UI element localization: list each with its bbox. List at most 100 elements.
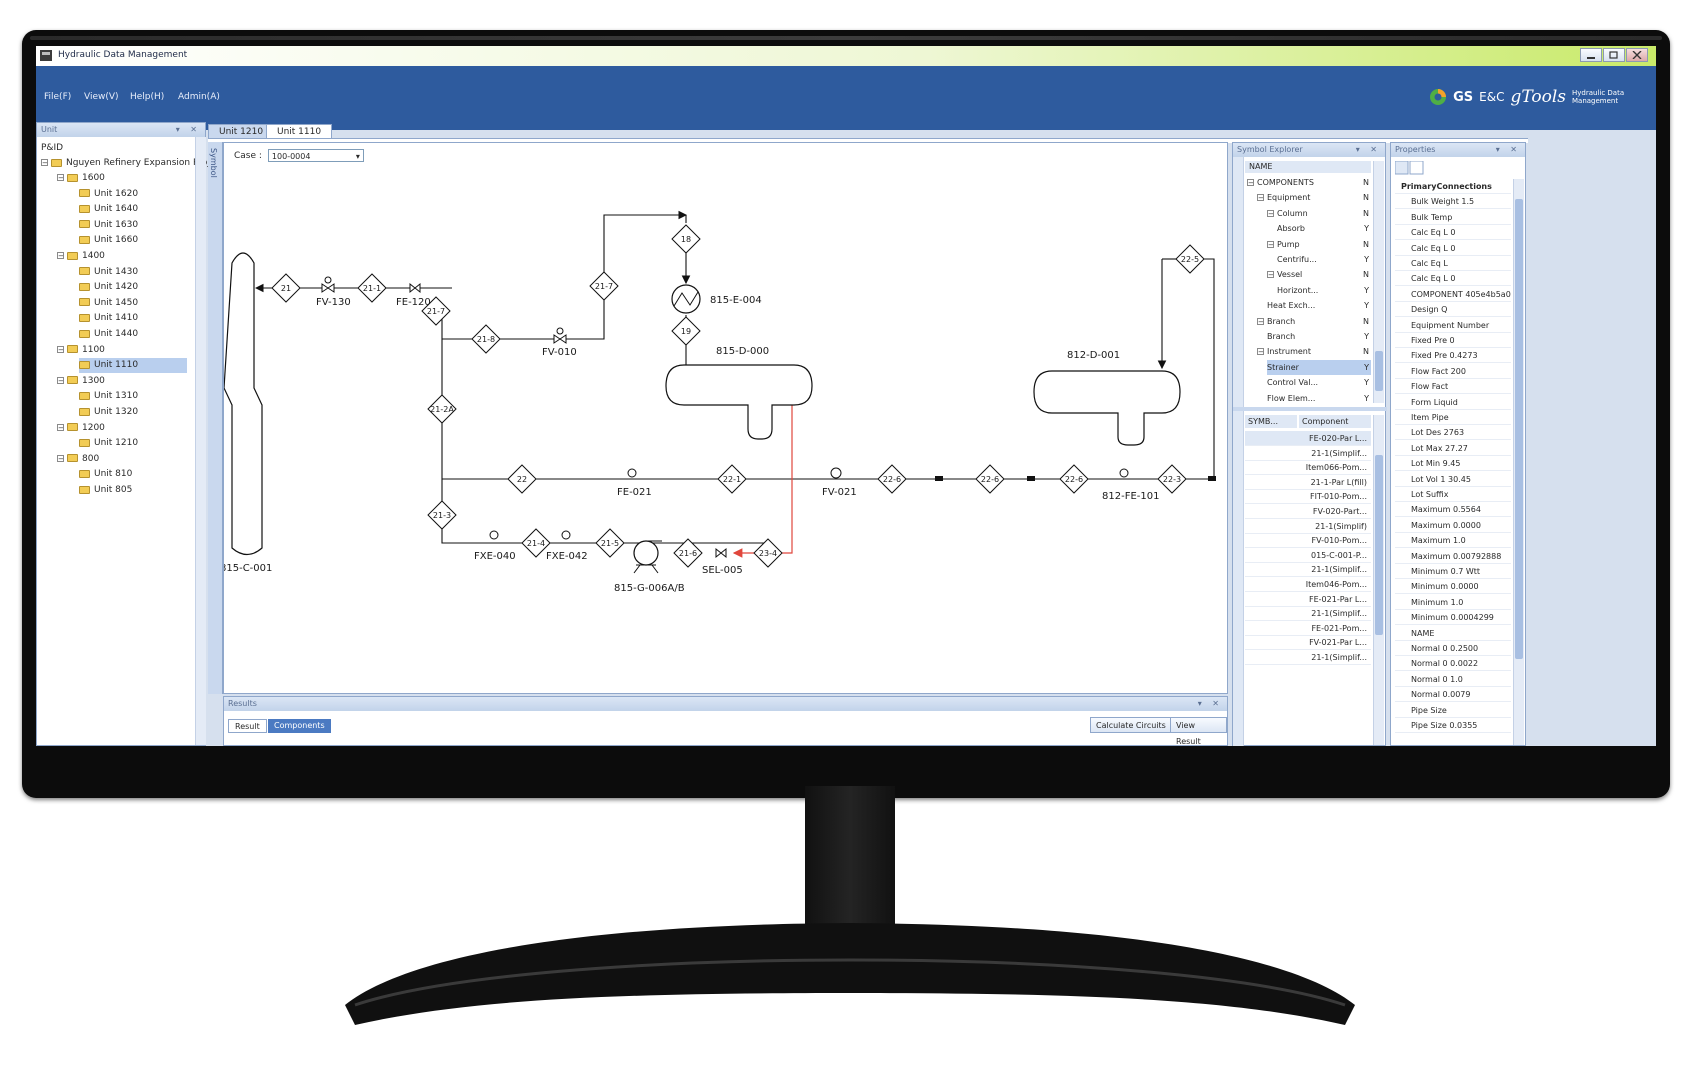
node-tag[interactable]: 21-2A — [427, 394, 457, 424]
collapse-icon[interactable]: − — [57, 252, 64, 260]
valves[interactable] — [321, 276, 1129, 559]
property-row[interactable]: Item Pipe — [1395, 410, 1511, 425]
categorized-icon[interactable] — [1395, 161, 1409, 175]
tree-unit[interactable]: Unit 1640 — [79, 202, 138, 217]
tree-root[interactable]: P&ID — [41, 143, 64, 153]
node-tag[interactable]: 21-6 — [673, 538, 703, 568]
tree-group[interactable]: −800 — [57, 452, 99, 467]
property-row[interactable]: Bulk Weight 1.5 — [1395, 194, 1511, 210]
tree-unit[interactable]: Unit 1440 — [79, 327, 138, 342]
node-tag[interactable]: 21-7 — [421, 296, 451, 326]
splitter[interactable] — [1233, 407, 1387, 411]
calculate-circuits-button[interactable]: Calculate Circuits — [1090, 717, 1172, 733]
collapse-icon[interactable]: − — [57, 174, 64, 182]
property-row[interactable]: Maximum 1.0 — [1395, 533, 1511, 549]
tree-unit[interactable]: Unit 805 — [79, 483, 132, 498]
tree-project[interactable]: −Nguyen Refinery Expansion Proj — [41, 156, 210, 171]
property-row[interactable]: Lot Suffix — [1395, 487, 1511, 502]
tree-group[interactable]: −1600 — [57, 171, 105, 186]
properties-scrollbar[interactable] — [1513, 179, 1524, 745]
symbol-tree-item[interactable]: Control Val...Y — [1267, 375, 1371, 390]
property-row[interactable]: Minimum 0.7 Wtt — [1395, 564, 1511, 579]
properties-controls[interactable]: ▾ ✕ — [1495, 145, 1521, 154]
node-tag[interactable]: 21-7 — [589, 271, 619, 301]
node-tag[interactable]: 22-6 — [1059, 464, 1089, 494]
tree-unit[interactable]: Unit 1660 — [79, 233, 138, 248]
property-row[interactable]: Normal 0 0.2500 — [1395, 641, 1511, 656]
property-row[interactable]: PrimaryConnections — [1395, 179, 1511, 194]
tree-unit[interactable]: Unit 1310 — [79, 389, 138, 404]
tree-unit[interactable]: Unit 810 — [79, 467, 132, 482]
property-row[interactable]: Calc Eq L 0 — [1395, 271, 1511, 287]
tab-unit-1210[interactable]: Unit 1210 — [208, 124, 275, 138]
tree-unit[interactable]: Unit 1420 — [79, 280, 138, 295]
property-row[interactable]: Minimum 0.0000 — [1395, 579, 1511, 595]
collapse-icon[interactable]: − — [57, 376, 64, 385]
table-row[interactable]: FV-021-Par L... — [1245, 635, 1371, 651]
maximize-button[interactable] — [1603, 48, 1625, 62]
node-tag[interactable]: 21-8 — [471, 324, 501, 354]
collapse-icon[interactable]: − — [41, 159, 48, 167]
node-tag[interactable]: 21-4 — [521, 528, 551, 558]
properties-toolbar[interactable] — [1395, 161, 1435, 175]
table-row[interactable]: 015-C-001-P... — [1245, 548, 1371, 563]
tree-group[interactable]: −1300 — [57, 374, 105, 389]
node-tag[interactable]: 21 — [271, 273, 301, 303]
drum-812-d-001[interactable] — [1033, 370, 1181, 446]
node-tag[interactable]: 22-6 — [877, 464, 907, 494]
table-row[interactable]: 21-1(Simplif... — [1245, 650, 1371, 665]
case-select[interactable]: 100-0004 — [267, 149, 364, 163]
symbol-tree-item[interactable]: Centrifu...Y — [1277, 252, 1371, 267]
property-row[interactable]: Lot Des 2763 — [1395, 425, 1511, 441]
tab-unit-1110[interactable]: Unit 1110 — [266, 124, 333, 138]
property-row[interactable]: Lot Min 9.45 — [1395, 456, 1511, 472]
property-row[interactable]: Lot Max 27.27 — [1395, 441, 1511, 456]
tree-unit[interactable]: Unit 1210 — [79, 436, 138, 451]
tree-unit[interactable]: Unit 1450 — [79, 296, 138, 311]
tree-unit[interactable]: Unit 1410 — [79, 311, 138, 326]
collapse-icon[interactable]: − — [57, 454, 64, 463]
grid-header-symbol[interactable]: SYMB... — [1245, 415, 1297, 428]
tree-group[interactable]: −1400 — [57, 249, 105, 264]
pid-canvas[interactable]: Case :100-0004 815-C-001 — [223, 142, 1228, 694]
table-row[interactable]: 21-1(Simplif... — [1245, 562, 1371, 578]
collapse-icon[interactable]: − — [1267, 240, 1274, 249]
table-row[interactable]: FE-021-Par L... — [1245, 592, 1371, 607]
table-row[interactable]: Item066-Pom... — [1245, 460, 1371, 476]
pane-controls[interactable]: ▾ ✕ — [175, 125, 201, 134]
property-row[interactable]: Normal 0 1.0 — [1395, 672, 1511, 687]
property-row[interactable]: Minimum 0.0004299 — [1395, 610, 1511, 626]
property-row[interactable]: Maximum 0.0000 — [1395, 518, 1511, 533]
collapse-icon[interactable]: − — [57, 345, 64, 354]
tree-unit[interactable]: Unit 1620 — [79, 187, 138, 202]
unit-tree-scrollbar[interactable] — [195, 137, 206, 745]
symbol-tree-item[interactable]: Heat Exch...Y — [1267, 298, 1371, 313]
property-row[interactable]: Minimum 1.0 — [1395, 595, 1511, 610]
menu-admin[interactable]: Admin(A) — [178, 92, 220, 102]
node-tag[interactable]: 21-5 — [595, 528, 625, 558]
node-tag[interactable]: 22 — [507, 464, 537, 494]
property-row[interactable]: Calc Eq L 0 — [1395, 225, 1511, 241]
property-row[interactable]: Flow Fact — [1395, 379, 1511, 395]
property-row[interactable]: Maximum 0.5564 — [1395, 502, 1511, 518]
property-row[interactable]: COMPONENT 405e4b5a0d0 — [1395, 287, 1511, 302]
symbol-explorer-controls[interactable]: ▾ ✕ — [1355, 145, 1381, 154]
collapse-icon[interactable]: − — [1257, 348, 1264, 357]
node-tag[interactable]: 22-5 — [1175, 244, 1205, 274]
tree-group[interactable]: −1100 — [57, 343, 105, 358]
table-row[interactable]: Item046-Pom... — [1245, 577, 1371, 592]
view-result-button[interactable]: View Result — [1170, 717, 1227, 746]
tab-result[interactable]: Result — [228, 719, 267, 733]
property-row[interactable]: Bulk Temp — [1395, 210, 1511, 225]
tree-unit[interactable]: Unit 1630 — [79, 218, 138, 233]
symbol-tree-scrollbar[interactable] — [1373, 161, 1384, 403]
table-row[interactable]: FV-020-Part... — [1245, 504, 1371, 519]
symbol-tree-item[interactable]: Horizont...Y — [1277, 283, 1371, 298]
